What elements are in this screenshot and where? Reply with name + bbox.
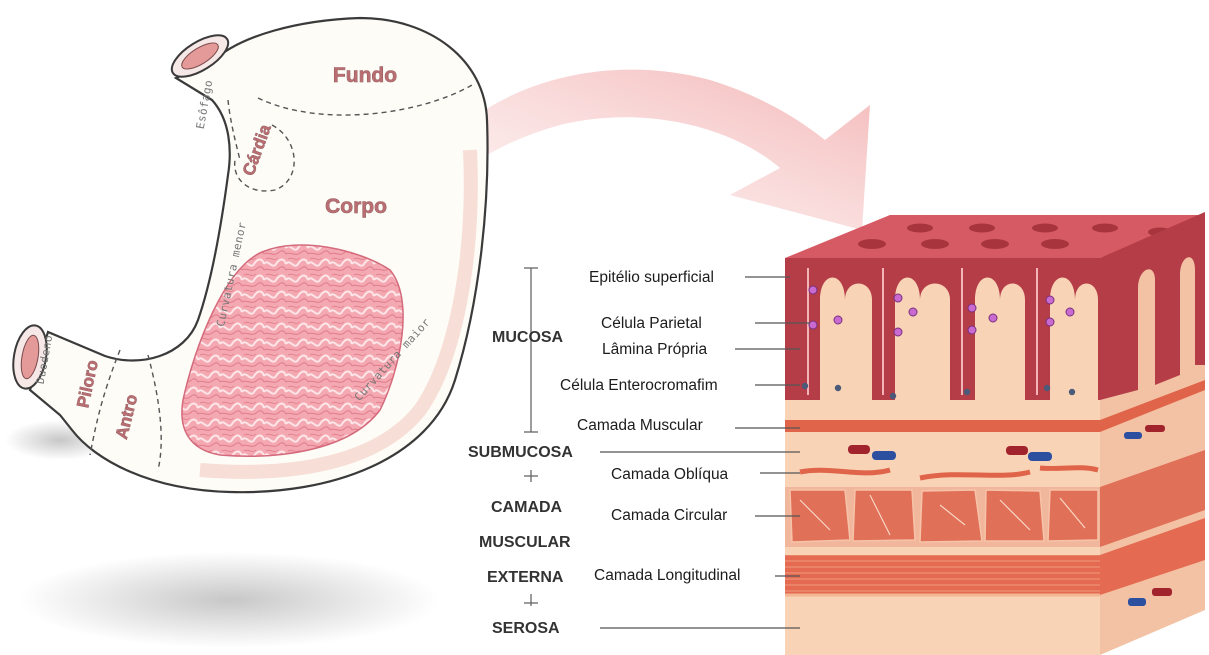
layer-brackets [524, 268, 538, 606]
label-lamina-propria: Lâmina Própria [602, 342, 707, 358]
label-camada-circular: Camada Circular [611, 508, 727, 524]
label-fundo: Fundo [333, 64, 397, 87]
stomach-illustration [9, 18, 488, 492]
label-corpo: Corpo [325, 195, 387, 218]
section-mucosa: MUCOSA [492, 330, 563, 346]
section-serosa: SEROSA [492, 621, 560, 637]
label-camada-longitudinal: Camada Longitudinal [594, 568, 741, 584]
label-camada-obliqua: Camada Oblíqua [611, 467, 728, 483]
section-submucosa: SUBMUCOSA [468, 445, 573, 461]
label-camada-muscular: Camada Muscular [577, 418, 703, 434]
label-epitelio-superficial: Epitélio superficial [589, 270, 714, 286]
section-camada: CAMADA [491, 500, 562, 516]
stomach-shadow [20, 552, 440, 648]
histology-block [785, 212, 1205, 655]
section-muscular: MUSCULAR [479, 535, 571, 551]
label-celula-enterocromafim: Célula Enterocromafim [560, 378, 718, 394]
label-celula-parietal: Célula Parietal [601, 316, 702, 332]
longitudinal-layer [785, 555, 1100, 595]
serosa-layer [785, 595, 1100, 655]
section-externa: EXTERNA [487, 570, 563, 586]
